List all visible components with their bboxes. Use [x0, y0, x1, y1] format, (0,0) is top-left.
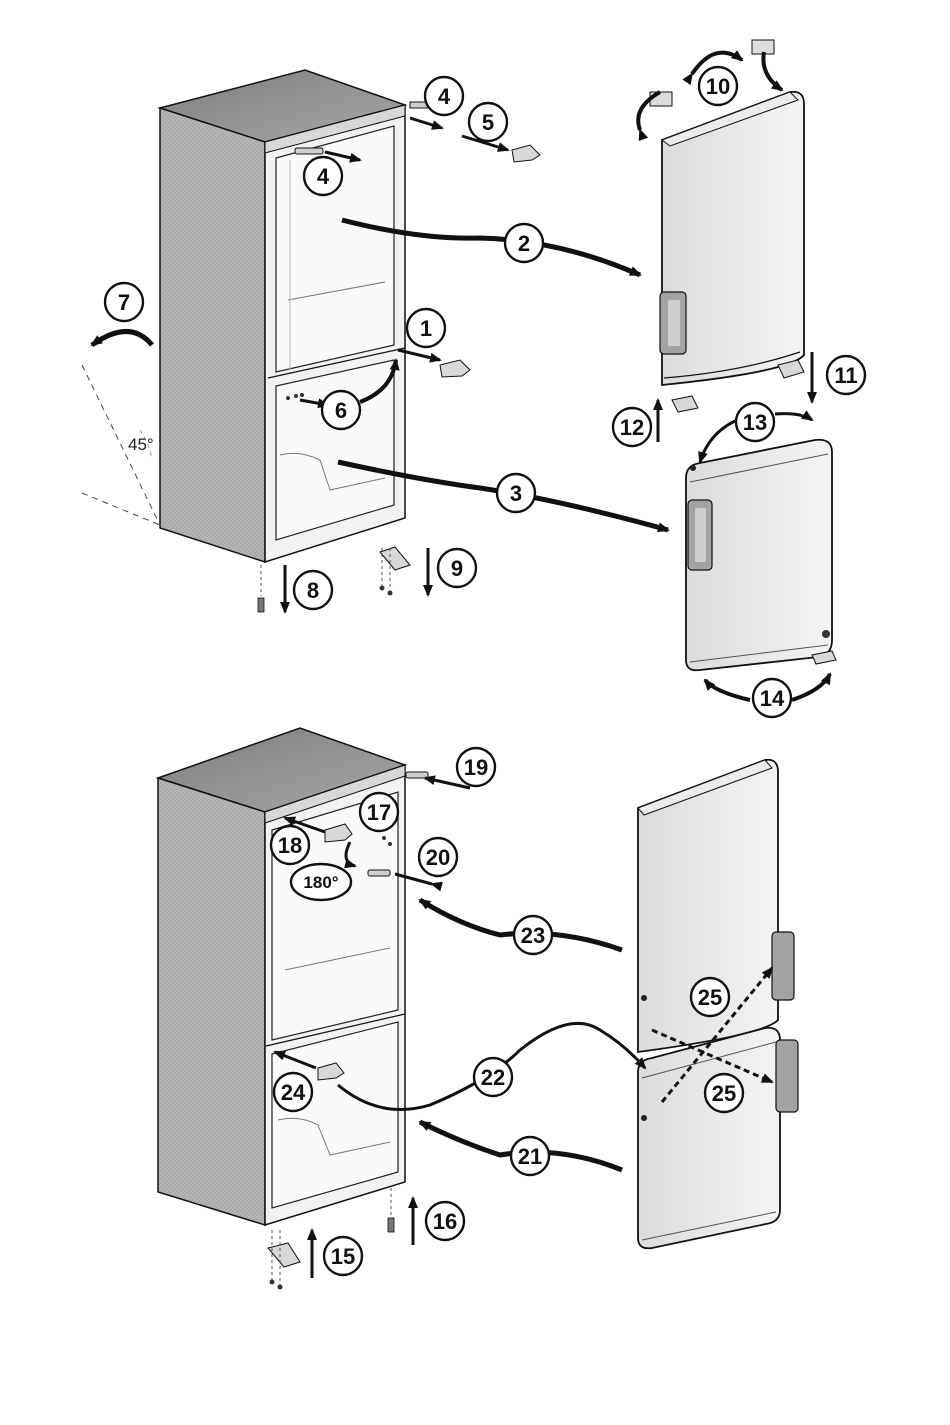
svg-text:18: 18	[278, 833, 302, 858]
tilt-arrow	[92, 332, 152, 346]
top-illustration: 45°	[82, 40, 836, 700]
callout-step-22: 22	[474, 1058, 512, 1096]
svg-text:5: 5	[482, 110, 494, 135]
callout-step-6: 6	[322, 391, 360, 429]
cabinet-side-panel-bottom	[158, 778, 265, 1225]
callout-step-3: 3	[497, 474, 535, 512]
callout-step-7: 7	[105, 283, 143, 321]
callout-step-19: 19	[457, 748, 495, 786]
callout-step-5: 5	[469, 103, 507, 141]
svg-text:17: 17	[367, 800, 391, 825]
callout-step-18: 18	[271, 826, 309, 864]
svg-text:15: 15	[331, 1244, 355, 1269]
callout-step-2: 2	[505, 224, 543, 262]
svg-text:9: 9	[451, 556, 463, 581]
callout-step-11: 11	[827, 356, 865, 394]
callout-step-10: 10	[699, 67, 737, 105]
svg-text:16: 16	[433, 1209, 457, 1234]
svg-text:12: 12	[620, 415, 644, 440]
callout-step-1: 1	[407, 309, 445, 347]
callout-step-25a: 25	[691, 978, 729, 1016]
svg-text:8: 8	[307, 578, 319, 603]
callout-step-25b: 25	[705, 1074, 743, 1112]
rotation-180-callout: 180°	[291, 864, 351, 900]
cabinet-side-panel	[160, 108, 265, 562]
lower-door-handle-bottom	[776, 1040, 798, 1112]
callout-step-15: 15	[324, 1237, 362, 1275]
svg-text:21: 21	[518, 1144, 542, 1169]
svg-text:7: 7	[118, 290, 130, 315]
svg-text:14: 14	[760, 686, 785, 711]
svg-text:24: 24	[281, 1080, 306, 1105]
callout-step-9: 9	[438, 549, 476, 587]
svg-text:22: 22	[481, 1065, 505, 1090]
fridge-cabinet-top	[160, 70, 405, 562]
callout-step-17: 17	[360, 793, 398, 831]
callout-step-14: 14	[753, 679, 791, 717]
svg-text:3: 3	[510, 481, 522, 506]
svg-text:4: 4	[317, 164, 330, 189]
svg-text:2: 2	[518, 231, 530, 256]
angle-label: 45°	[128, 435, 154, 454]
svg-text:25: 25	[698, 985, 722, 1010]
svg-text:11: 11	[834, 363, 857, 388]
svg-text:25: 25	[712, 1081, 736, 1106]
callout-step-16: 16	[426, 1202, 464, 1240]
tilt-guide: 45°	[82, 332, 160, 526]
callout-step-23: 23	[514, 916, 552, 954]
svg-text:1: 1	[420, 316, 432, 341]
callout-step-13: 13	[736, 403, 774, 441]
svg-text:6: 6	[335, 398, 347, 423]
callout-step-12: 12	[613, 408, 651, 446]
svg-text:10: 10	[706, 74, 730, 99]
callout-step-20: 20	[419, 838, 457, 876]
callout-step-21: 21	[511, 1137, 549, 1175]
lower-door-top	[686, 440, 832, 671]
lower-door-bottom	[638, 1028, 798, 1249]
svg-text:23: 23	[521, 923, 545, 948]
callout-step-24: 24	[274, 1073, 312, 1111]
upper-door-top	[660, 92, 804, 385]
callout-step-8: 8	[294, 571, 332, 609]
callout-step-4b: 4	[304, 157, 342, 195]
svg-text:180°: 180°	[303, 873, 338, 892]
svg-text:13: 13	[743, 410, 767, 435]
svg-text:20: 20	[426, 845, 450, 870]
svg-text:19: 19	[464, 755, 488, 780]
callout-step-4a: 4	[425, 77, 463, 115]
svg-text:4: 4	[438, 84, 451, 109]
upper-door-handle-bottom	[772, 932, 794, 1000]
